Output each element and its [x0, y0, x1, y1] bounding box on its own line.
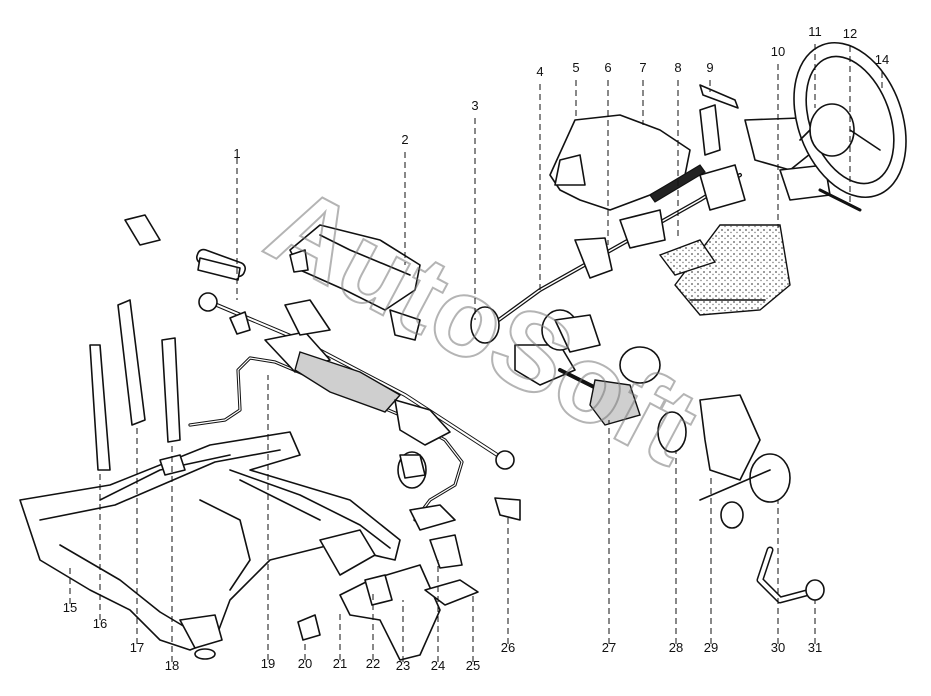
hub-and-knuckle — [657, 394, 791, 529]
callout-2: 2 — [401, 132, 408, 147]
floor-panel — [658, 224, 791, 316]
callout-24: 24 — [431, 658, 445, 673]
callout-4: 4 — [536, 64, 543, 79]
callout-7: 7 — [639, 60, 646, 75]
drive-shaft — [514, 309, 661, 426]
callout-5: 5 — [572, 60, 579, 75]
callout-26: 26 — [501, 640, 515, 655]
callout-9: 9 — [706, 60, 713, 75]
callout-22: 22 — [366, 656, 380, 671]
callout-25: 25 — [466, 658, 480, 673]
callout-21: 21 — [333, 656, 347, 671]
callout-12: 12 — [843, 26, 857, 41]
heat-shield — [289, 224, 421, 341]
callout-8: 8 — [674, 60, 681, 75]
callout-23: 23 — [396, 658, 410, 673]
callout-19: 19 — [261, 656, 275, 671]
callout-20: 20 — [298, 656, 312, 671]
callout-6: 6 — [604, 60, 611, 75]
callout-10: 10 — [771, 44, 785, 59]
steering-column — [470, 84, 862, 344]
callout-17: 17 — [130, 640, 144, 655]
lower-arm — [297, 454, 521, 661]
tie-rods — [89, 214, 241, 476]
callout-16: 16 — [93, 616, 107, 631]
callout-27: 27 — [602, 640, 616, 655]
callout-29: 29 — [704, 640, 718, 655]
callout-1: 1 — [233, 146, 240, 161]
callout-3: 3 — [471, 98, 478, 113]
callout-31: 31 — [808, 640, 822, 655]
callout-18: 18 — [165, 658, 179, 673]
callout-11: 11 — [808, 24, 822, 39]
callout-14: 14 — [875, 52, 889, 67]
callout-15: 15 — [63, 600, 77, 615]
brake-hose — [756, 546, 825, 604]
subframe — [19, 431, 401, 660]
callout-28: 28 — [669, 640, 683, 655]
callout-30: 30 — [771, 640, 785, 655]
